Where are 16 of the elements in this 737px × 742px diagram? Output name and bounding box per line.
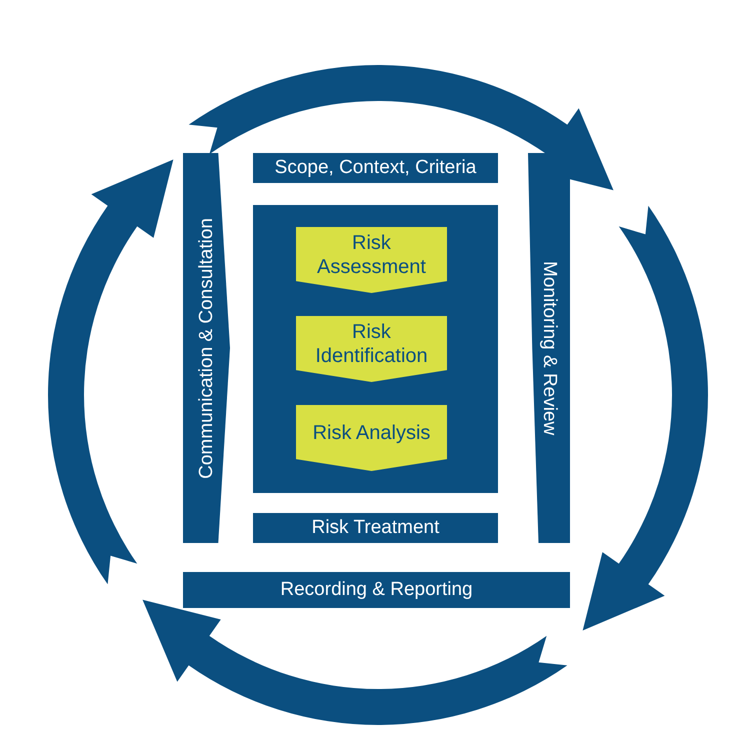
stage-label: Risk Identification (314, 320, 429, 368)
process-bar (183, 153, 230, 543)
process-panel (253, 205, 498, 493)
process-bar (253, 153, 498, 183)
stage-label: Scope, Context, Criteria (274, 157, 476, 179)
stage-label: Recording & Reporting (280, 579, 473, 601)
stage-label: Risk Assessment (316, 231, 427, 279)
chevron-step (296, 405, 447, 471)
stage-label: Risk Analysis (312, 421, 430, 445)
chevron-step (296, 316, 447, 382)
process-bar (253, 513, 498, 543)
chevron-step (296, 227, 447, 293)
stage-label: Risk Treatment (312, 517, 440, 539)
process-bar (183, 572, 570, 608)
stage-label: Communication & Consultation (196, 218, 218, 478)
stage-label: Monitoring & Review (538, 260, 560, 436)
